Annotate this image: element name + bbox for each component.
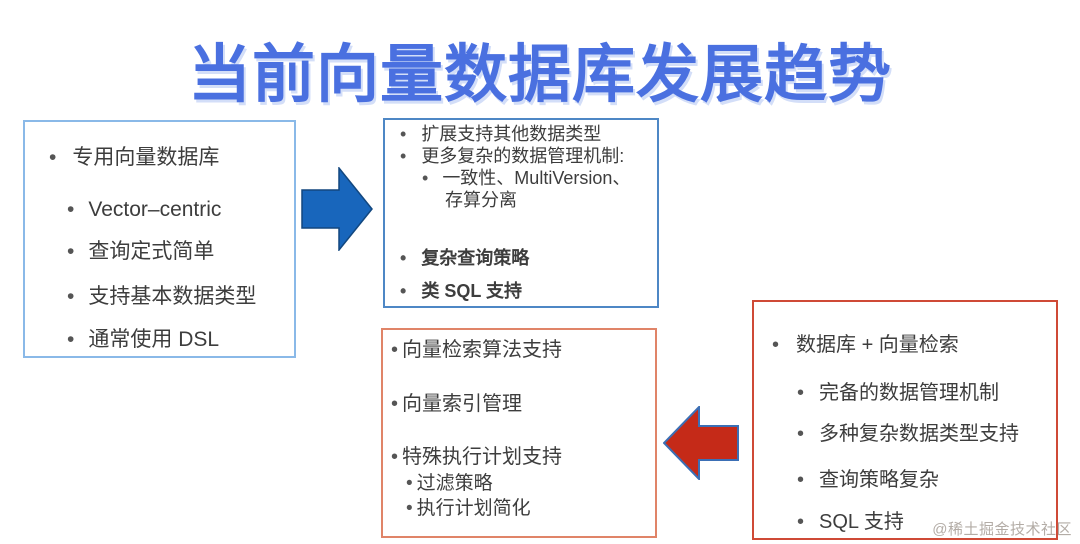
list-item-label: SQL 支持: [819, 511, 904, 533]
arrow-right-icon: [301, 165, 373, 256]
list-item: 支持基本数据类型: [67, 284, 256, 310]
list-item-label: 复杂查询策略: [421, 248, 530, 268]
bullet-icon: [400, 280, 406, 303]
list-item: 存算分离: [445, 189, 517, 212]
list-item: 多种复杂数据类型支持: [797, 422, 1019, 447]
box-specialized-vector-db: 专用向量数据库 Vector–centric 查询定式简单 支持基本数据类型 通…: [23, 120, 296, 358]
bullet-icon: [400, 123, 406, 146]
page-title: 当前向量数据库发展趋势: [188, 40, 892, 110]
list-item-label: 专用向量数据库: [72, 146, 220, 169]
arrow-left-icon: [662, 404, 739, 485]
list-item: 查询策略复杂: [797, 468, 939, 493]
list-item: 更多复杂的数据管理机制:: [400, 145, 624, 168]
bullet-icon: [406, 472, 413, 496]
bullet-icon: [797, 468, 804, 493]
bullet-icon: [67, 327, 74, 353]
list-item-label: 多种复杂数据类型支持: [819, 423, 1020, 445]
list-item-label: 特殊执行计划支持: [402, 446, 563, 468]
bullet-icon: [391, 392, 398, 417]
list-item-label: 执行计划简化: [416, 498, 531, 519]
list-item: 特殊执行计划支持: [391, 445, 562, 470]
list-item: 类 SQL 支持: [400, 280, 522, 303]
bullet-icon: [797, 422, 804, 447]
list-item-label: 一致性、MultiVersion、: [442, 168, 631, 188]
bullet-icon: [797, 510, 804, 535]
box-db-plus-vector: 数据库 + 向量检索 完备的数据管理机制 多种复杂数据类型支持 查询策略复杂 S…: [752, 300, 1058, 540]
list-item-label: 扩展支持其他数据类型: [421, 124, 602, 144]
bullet-icon: [391, 338, 398, 363]
bullet-icon: [391, 445, 398, 470]
list-item: SQL 支持: [797, 510, 904, 535]
box-extended-trends: 扩展支持其他数据类型 更多复杂的数据管理机制: 一致性、MultiVersion…: [383, 118, 659, 308]
list-item: Vector–centric: [67, 197, 221, 223]
bullet-icon: [422, 167, 428, 190]
bullet-icon: [400, 247, 406, 270]
watermark: @稀土掘金技术社区: [932, 521, 1072, 538]
list-item-label: 查询定式简单: [88, 240, 215, 263]
list-item: 通常使用 DSL: [67, 327, 219, 353]
bullet-icon: [797, 381, 804, 406]
list-item-label: 查询策略复杂: [819, 469, 940, 491]
list-item: 一致性、MultiVersion、: [422, 167, 630, 190]
list-item: 数据库 + 向量检索: [772, 333, 959, 358]
list-item-label: 存算分离: [445, 190, 517, 210]
list-item-label: 向量检索算法支持: [402, 339, 563, 361]
list-item: 完备的数据管理机制: [797, 381, 999, 406]
list-item: 查询定式简单: [67, 239, 214, 265]
bullet-icon: [67, 284, 74, 310]
bullet-icon: [772, 333, 779, 358]
list-item: 执行计划简化: [406, 497, 531, 521]
list-item-label: 完备的数据管理机制: [819, 382, 1000, 404]
list-item-label: 数据库 + 向量检索: [796, 334, 959, 356]
list-item: 扩展支持其他数据类型: [400, 123, 601, 146]
list-item-label: Vector–centric: [88, 198, 222, 221]
bullet-icon: [67, 239, 74, 265]
bullet-icon: [400, 145, 406, 168]
bullet-icon: [67, 197, 74, 223]
list-item-label: 通常使用 DSL: [88, 328, 220, 351]
list-item-label: 更多复杂的数据管理机制:: [421, 146, 625, 166]
bullet-icon: [406, 497, 413, 521]
box-vector-capabilities: 向量检索算法支持 向量索引管理 特殊执行计划支持 过滤策略 执行计划简化: [381, 328, 657, 538]
bullet-icon: [49, 145, 56, 171]
list-item: 向量索引管理: [391, 392, 522, 417]
list-item-label: 过滤策略: [416, 473, 493, 494]
list-item-label: 向量索引管理: [402, 393, 523, 415]
list-item: 向量检索算法支持: [391, 338, 562, 363]
list-item: 复杂查询策略: [400, 247, 529, 270]
list-item-label: 支持基本数据类型: [88, 285, 257, 308]
list-item: 过滤策略: [406, 472, 493, 496]
list-item: 专用向量数据库: [49, 145, 219, 171]
list-item-label: 类 SQL 支持: [421, 281, 522, 301]
